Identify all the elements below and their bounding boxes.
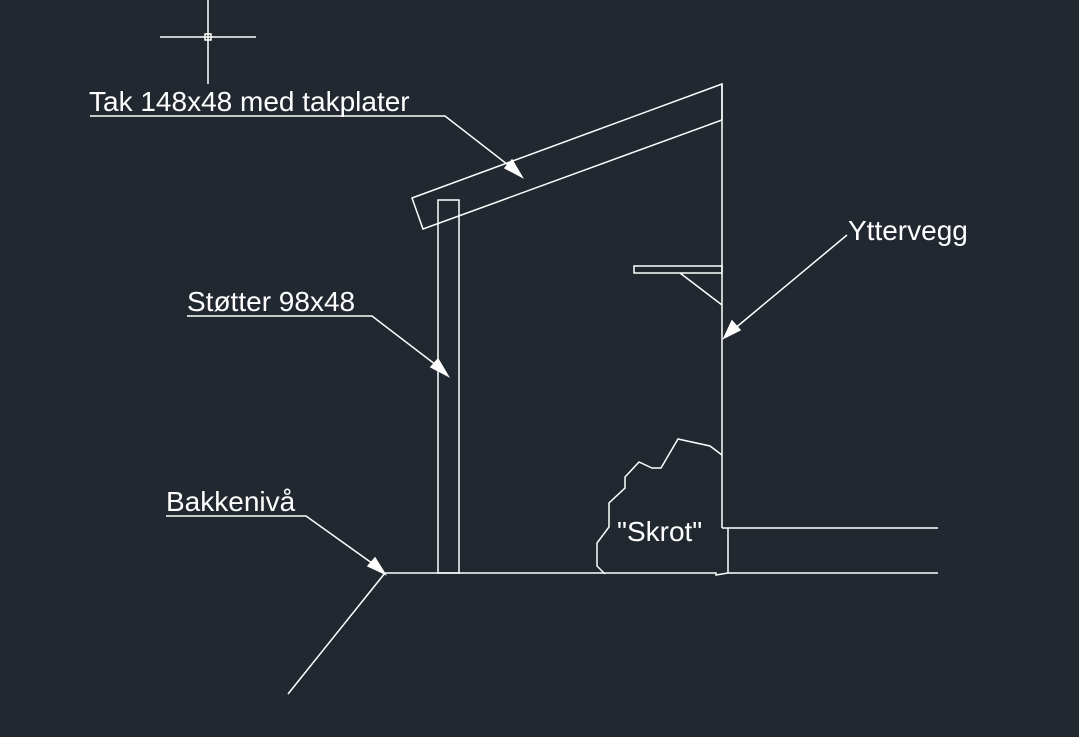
- support-post[interactable]: [437, 199, 460, 574]
- ground-leader: [166, 515, 387, 576]
- roof-leader: [90, 115, 524, 179]
- roof-label[interactable]: Tak 148x48 med takplater: [89, 86, 410, 117]
- outer-wall-label[interactable]: Yttervegg: [848, 215, 968, 246]
- ground-label[interactable]: Bakkenivå: [166, 486, 296, 517]
- outer-wall-leader: [722, 234, 848, 340]
- shelf-brace[interactable]: [679, 272, 723, 306]
- posts-leader: [187, 315, 450, 378]
- shelf-board[interactable]: [633, 265, 723, 274]
- ground-slope-line[interactable]: [287, 572, 386, 695]
- crosshair-cursor-icon: [160, 0, 256, 84]
- ground-line[interactable]: [385, 572, 938, 576]
- junk-label[interactable]: "Skrot": [617, 516, 703, 547]
- posts-label[interactable]: Støtter 98x48: [187, 286, 356, 317]
- junk-outline[interactable]: [596, 438, 723, 575]
